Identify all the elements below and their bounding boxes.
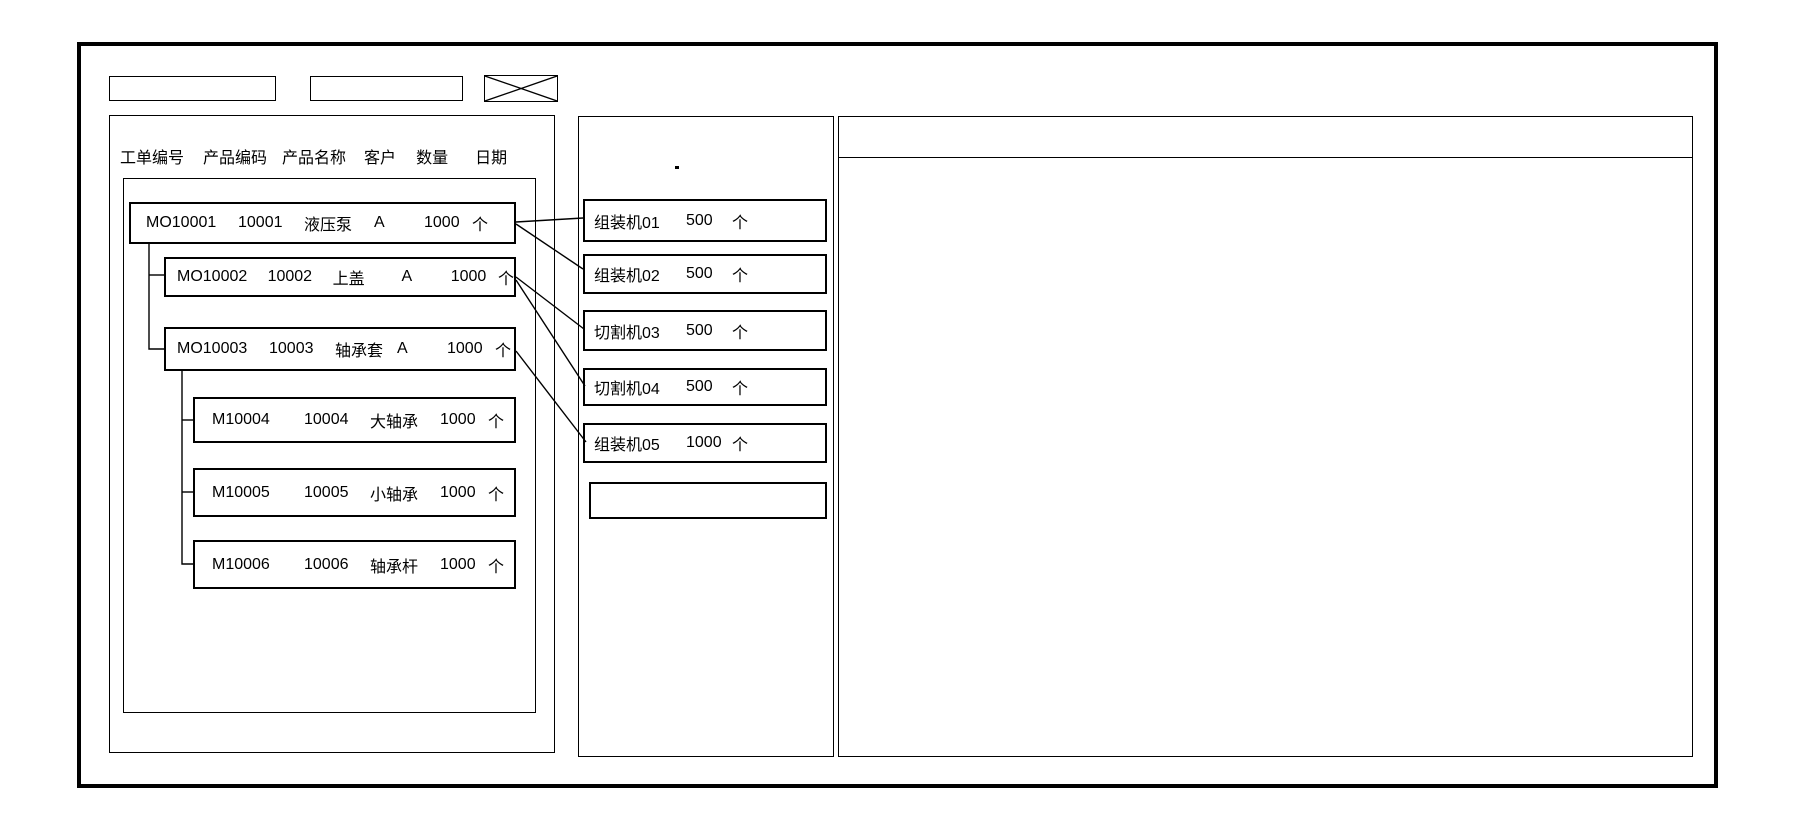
unit: 个 (732, 437, 749, 454)
unit: 个 (732, 214, 749, 232)
header-customer: 客户 (364, 150, 397, 167)
order-row-M10006[interactable]: M10006 10006 轴承杆 1000 个 (193, 540, 516, 589)
detail-panel (838, 116, 1693, 757)
machine-name: 组装机01 (594, 214, 660, 232)
header-product-code: 产品编码 (203, 150, 268, 167)
order-row-M10005[interactable]: M10005 10005 小轴承 1000 个 (193, 468, 516, 517)
order-row-MO10002[interactable]: MO10002 10002 上盖 A 1000 个 (164, 257, 516, 297)
quantity: 1000 (440, 411, 476, 428)
product-name: 轴承套 (335, 343, 384, 360)
machine-name: 组装机02 (594, 268, 660, 285)
unit: 个 (497, 271, 514, 288)
quantity: 1000 (440, 483, 476, 501)
order-no: MO10002 (177, 268, 248, 285)
header-qty: 数量 (416, 150, 449, 167)
product-name: 小轴承 (370, 486, 419, 504)
quantity: 1000 (440, 555, 476, 573)
unit: 个 (732, 381, 749, 398)
machine-name: 组装机05 (594, 437, 660, 454)
machine-qty: 500 (686, 265, 713, 282)
unit: 个 (732, 324, 749, 342)
customer: A (401, 268, 413, 285)
customer: A (397, 340, 408, 357)
machine-name: 切割机03 (594, 324, 660, 342)
machine-box-qiegeji03[interactable]: 切割机03 500 个 (583, 310, 827, 351)
machine-qty: 1000 (686, 434, 722, 451)
detail-panel-header-row (839, 117, 1692, 158)
unit: 个 (732, 268, 749, 285)
product-code: 10003 (269, 340, 314, 357)
machine-qty: 500 (686, 378, 713, 395)
unit: 个 (488, 558, 505, 576)
unit: 个 (488, 414, 505, 431)
order-no: M10005 (212, 483, 270, 501)
order-row-MO10003[interactable]: MO10003 10003 轴承套 A 1000 个 (164, 327, 516, 371)
order-no: M10004 (212, 411, 270, 428)
machine-qty: 500 (686, 321, 713, 339)
quantity: 1000 (450, 268, 487, 285)
machine-name: 切割机04 (594, 381, 660, 398)
product-name: 液压泵 (304, 217, 353, 234)
crossed-box-button[interactable] (484, 75, 558, 102)
header-date: 日期 (475, 150, 508, 167)
machine-qty: 500 (686, 211, 713, 229)
product-code: 10004 (304, 411, 349, 428)
product-code: 10005 (304, 483, 349, 501)
product-name: 轴承杆 (370, 558, 419, 576)
machine-box-qiegeji04[interactable]: 切割机04 500 个 (583, 368, 827, 406)
order-row-MO10001[interactable]: MO10001 10001 液压泵 A 1000 个 (129, 202, 516, 244)
unit: 个 (488, 486, 505, 504)
order-no: MO10001 (146, 214, 217, 231)
order-no: M10006 (212, 555, 270, 573)
machine-box-zuzhuangji02[interactable]: 组装机02 500 个 (583, 254, 827, 294)
x-icon (485, 76, 557, 101)
order-no: MO10003 (177, 340, 248, 357)
unit: 个 (472, 217, 489, 234)
product-code: 10006 (304, 555, 349, 573)
product-code: 10002 (267, 268, 313, 285)
quantity: 1000 (447, 340, 483, 357)
header-order-no: 工单编号 (120, 150, 185, 167)
order-tree-container (123, 178, 536, 713)
unit: 个 (495, 343, 512, 360)
machine-box-zuzhuangji05[interactable]: 组装机05 1000 个 (583, 423, 827, 463)
order-row-M10004[interactable]: M10004 10004 大轴承 1000 个 (193, 397, 516, 443)
customer: A (374, 214, 385, 231)
toolbar-input-2[interactable] (310, 76, 463, 101)
product-code: 10001 (238, 214, 283, 231)
product-name: 大轴承 (370, 414, 419, 431)
machine-box-empty[interactable] (589, 482, 827, 519)
header-product-name: 产品名称 (282, 150, 347, 167)
quantity: 1000 (424, 214, 460, 231)
machine-box-zuzhuangji01[interactable]: 组装机01 500 个 (583, 199, 827, 242)
column-headers: 工单编号 产品编码产品名称客户 数量 日期 (120, 144, 507, 168)
stray-dot (675, 166, 679, 169)
product-name: 上盖 (332, 271, 365, 288)
window-frame (77, 42, 1718, 788)
toolbar-input-1[interactable] (109, 76, 276, 101)
